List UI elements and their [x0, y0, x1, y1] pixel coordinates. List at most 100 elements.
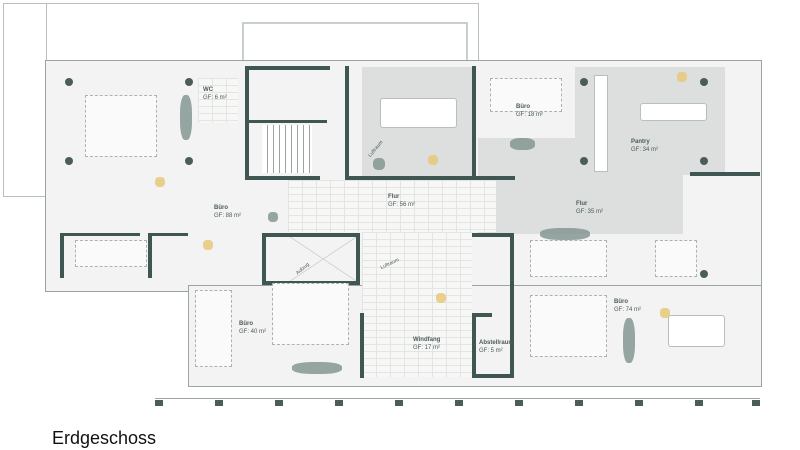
facade-pillar — [215, 400, 223, 406]
room-name: Büro — [239, 321, 253, 327]
wall — [472, 66, 476, 176]
wall — [356, 233, 360, 285]
accent-figure-icon — [660, 308, 670, 318]
wall — [345, 66, 349, 180]
facade-line — [155, 398, 760, 399]
atrium-floor — [362, 232, 472, 377]
desk-cluster — [490, 78, 562, 112]
wall — [245, 120, 327, 123]
room-area: GF: 18 m² — [516, 112, 544, 118]
desk-cluster — [530, 240, 607, 277]
terrace-outline — [3, 3, 47, 197]
facade-pillar — [335, 400, 343, 406]
kitchen-counter — [594, 75, 608, 172]
plant-icon — [373, 158, 385, 170]
facade-pillar — [395, 400, 403, 406]
desk-cluster — [272, 283, 349, 345]
desk-cluster — [75, 240, 147, 267]
desk-cluster — [655, 240, 697, 277]
accent-figure-icon — [155, 177, 165, 187]
room-area: GF: 88 m² — [214, 213, 242, 219]
facade-pillar — [575, 400, 583, 406]
plant-icon — [540, 228, 590, 240]
meeting-table — [380, 98, 457, 128]
room-name: Pantry — [631, 139, 650, 145]
plant-icon — [292, 362, 342, 374]
room-name: Flur — [388, 194, 400, 200]
room-area: GF: 40 m² — [239, 329, 267, 335]
room-area: GF: 17 m² — [413, 345, 441, 351]
room-area: GF: 35 m² — [576, 209, 604, 215]
wall — [472, 313, 476, 378]
accent-figure-icon — [203, 240, 213, 250]
accent-figure-icon — [428, 155, 438, 165]
terrace-outline — [478, 3, 479, 63]
wall — [245, 66, 330, 70]
room-name: Abstellraum — [479, 340, 514, 346]
facade-pillar — [752, 400, 760, 406]
facade-pillar — [155, 400, 163, 406]
room-area: GF: 34 m² — [631, 147, 659, 153]
column — [700, 270, 708, 278]
room-name: Büro — [214, 205, 228, 211]
column — [700, 157, 708, 165]
room-name: Flur — [576, 201, 588, 207]
wall — [510, 233, 514, 378]
column — [65, 78, 73, 86]
wall — [262, 233, 266, 285]
column — [580, 157, 588, 165]
wall — [262, 233, 358, 237]
desk-cluster — [85, 95, 157, 157]
room-name: Windfang — [413, 337, 441, 343]
elevator-shaft — [290, 237, 356, 281]
room-area: GF: 6 m² — [203, 95, 227, 101]
wall — [472, 233, 512, 237]
wc-floor — [198, 78, 238, 123]
wall — [472, 313, 492, 317]
desk-cluster — [530, 295, 607, 357]
wall — [60, 233, 64, 278]
lounge-table — [668, 315, 725, 347]
flur-2-floor — [478, 138, 683, 234]
wall — [148, 233, 152, 278]
room-name: Büro — [516, 104, 530, 110]
wall — [148, 233, 188, 236]
room-area: GF: 5 m² — [479, 348, 503, 354]
column — [185, 157, 193, 165]
facade-pillar — [515, 400, 523, 406]
pantry-table — [640, 103, 707, 121]
facade-pillar — [275, 400, 283, 406]
staircase — [262, 125, 312, 173]
wall — [60, 233, 140, 236]
flur-1-floor — [288, 180, 496, 232]
wall — [472, 374, 512, 378]
plant-icon — [268, 212, 278, 222]
room-name: Büro — [614, 299, 628, 305]
wall — [245, 176, 320, 180]
desk-cluster — [195, 290, 232, 367]
column — [580, 78, 588, 86]
wall — [690, 172, 760, 176]
wall — [345, 176, 515, 180]
room-area: GF: 56 m² — [388, 202, 416, 208]
facade-pillar — [455, 400, 463, 406]
room-area: GF: 74 m² — [614, 307, 642, 313]
plant-icon — [180, 95, 192, 140]
facade-pillar — [635, 400, 643, 406]
column — [700, 78, 708, 86]
column — [65, 157, 73, 165]
terrace-outline — [3, 3, 478, 4]
accent-figure-icon — [677, 72, 687, 82]
wall — [360, 313, 364, 378]
facade-pillar — [695, 400, 703, 406]
